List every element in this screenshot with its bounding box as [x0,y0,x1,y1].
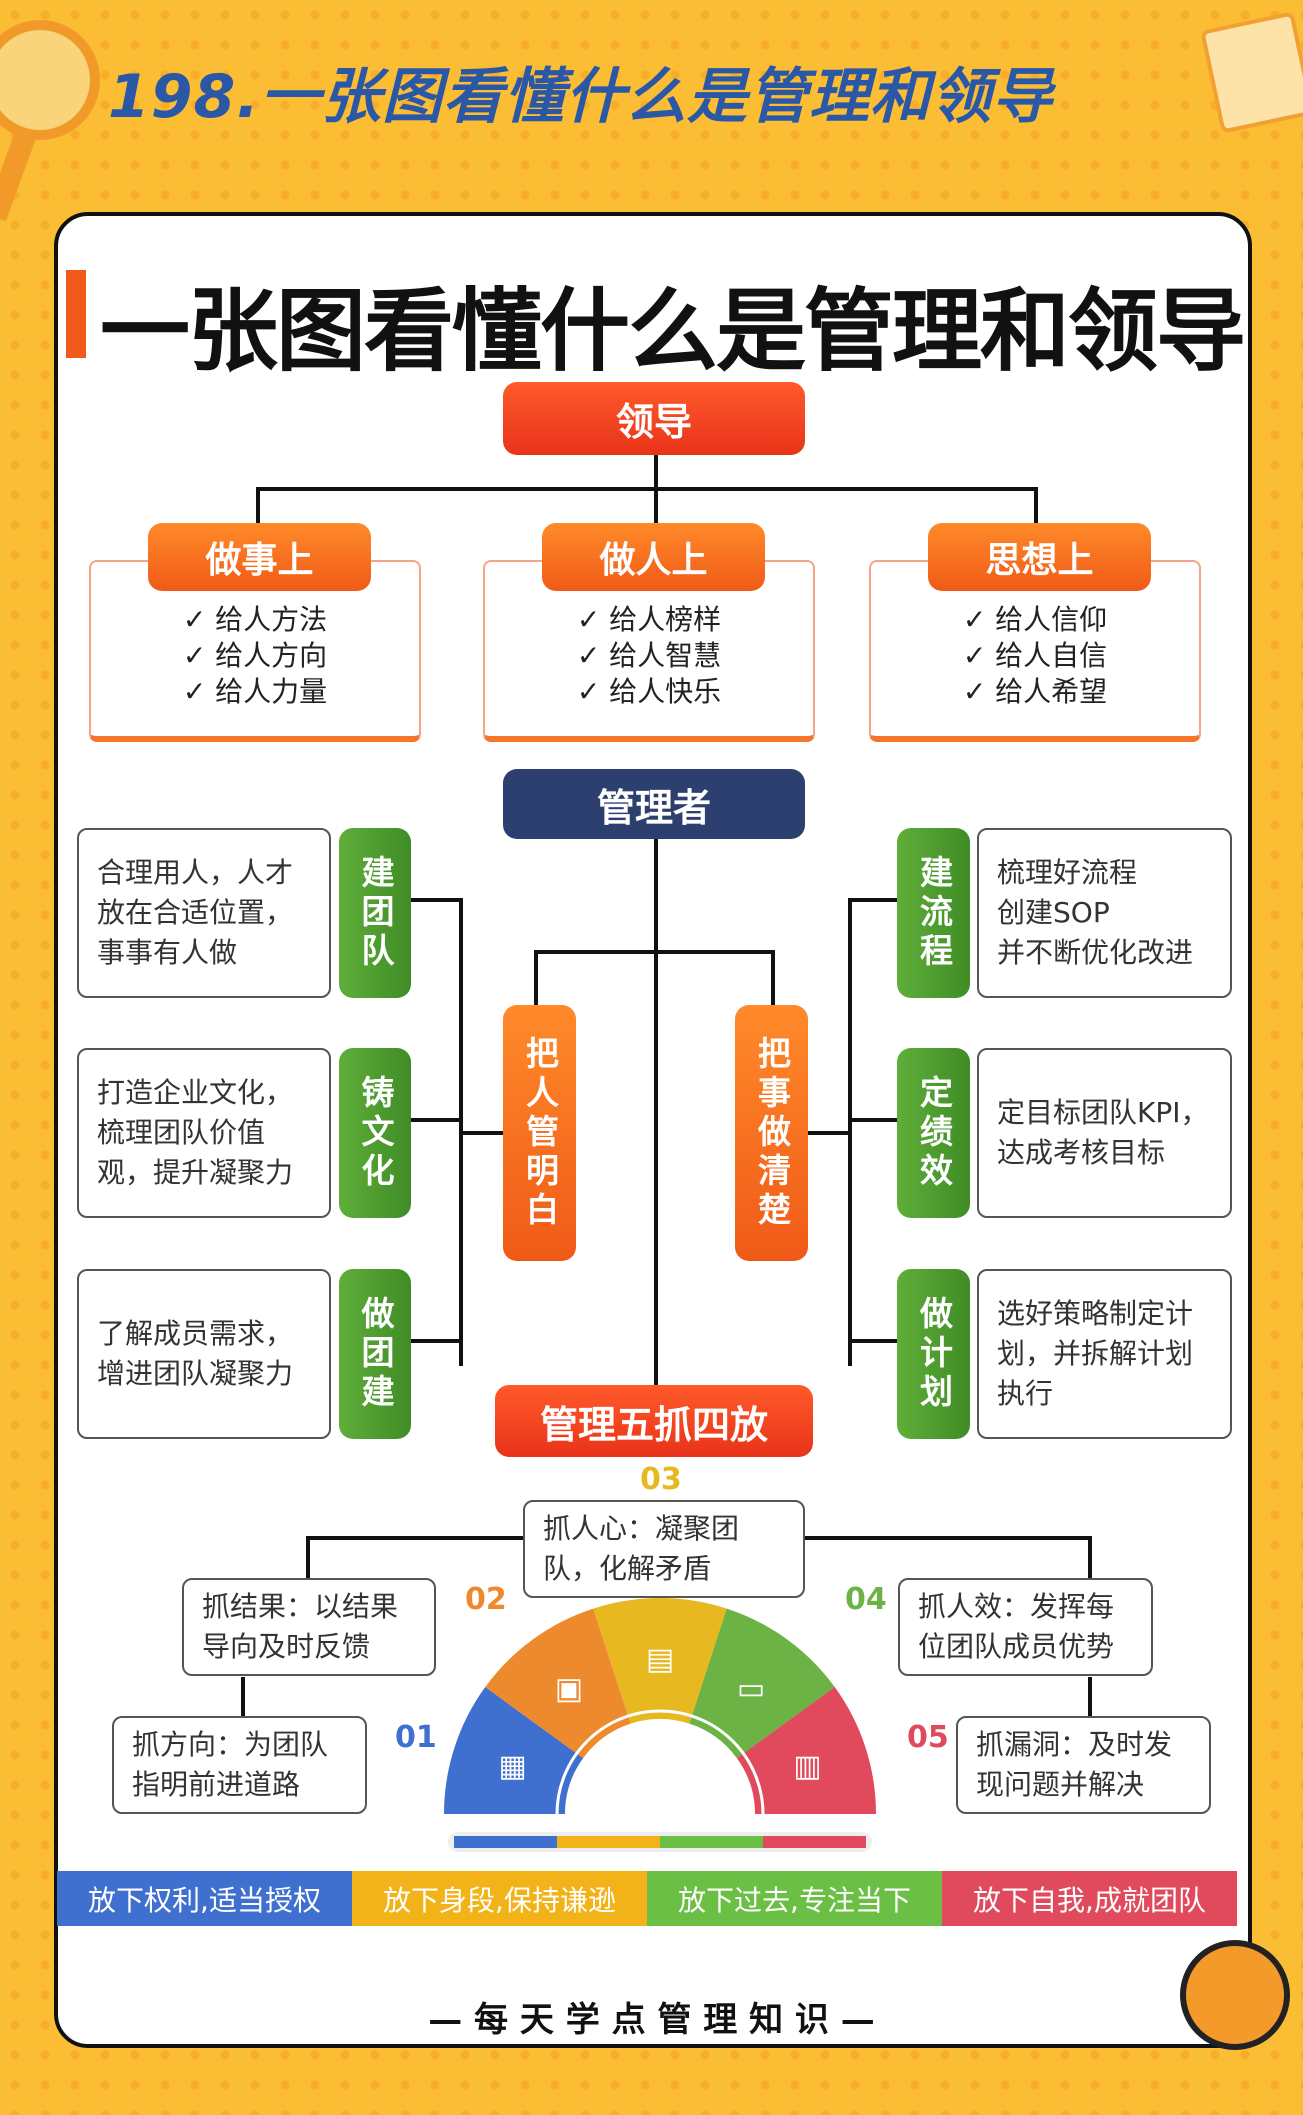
gauge-inner-ring [555,1709,765,1815]
connector [1034,487,1038,527]
grab-box: 抓人心：凝聚团队，化解矛盾 [523,1500,805,1598]
leader-item: ✓ 给人自信 [962,639,1108,672]
release-item: 放下权利,适当授权 [57,1871,352,1926]
connector [850,1339,897,1343]
connector [256,487,1038,491]
gauge-segment-icon: ▭ [737,1672,765,1707]
leader-group-label: 做事上 [148,523,371,591]
leader-item: ✓ 给人希望 [962,675,1108,708]
connector [534,950,775,954]
gauge-base-segment [454,1836,557,1848]
right-item-text: 梳理好流程 创建SOP 并不断优化改进 [977,828,1232,998]
left-item-tag: 铸文化 [339,1048,411,1218]
gauge-base-segment [763,1836,866,1848]
leader-item: ✓ 给人力量 [182,675,328,708]
connector [256,487,260,527]
left-item-text: 打造企业文化，梳理团队价值观，提升凝聚力 [77,1048,331,1218]
grab-number: 03 [640,1462,682,1497]
gauge-segment-icon: ▣ [555,1672,583,1707]
leader-item: ✓ 给人快乐 [576,675,722,708]
task-management-node: 把事做清楚 [735,1005,808,1261]
gauge-segment-icon: ▤ [646,1642,674,1677]
book-icon [1200,11,1303,134]
manager-node: 管理者 [503,769,805,839]
release-item: 放下自我,成就团队 [942,1871,1237,1926]
connector [534,950,538,1006]
grab-number: 05 [907,1720,949,1755]
left-item-tag: 做团建 [339,1269,411,1439]
connector [306,1536,310,1580]
leader-item: ✓ 给人智慧 [576,639,722,672]
five-grab-four-release-node: 管理五抓四放 [495,1385,813,1457]
leader-item: ✓ 给人方法 [182,603,328,636]
grab-number: 02 [465,1582,507,1617]
gauge-base-segment [557,1836,660,1848]
page-title: 198.一张图看懂什么是管理和领导 [108,62,1054,132]
grab-box: 抓结果：以结果导向及时反馈 [182,1578,436,1676]
gauge-segment-icon: ▦ [498,1749,526,1784]
release-item: 放下身段,保持谦逊 [352,1871,647,1926]
grab-box: 抓漏洞：及时发现问题并解决 [956,1716,1211,1814]
leader-item: ✓ 给人榜样 [576,603,722,636]
grab-number: 01 [395,1720,437,1755]
gauge-segment [485,1608,631,1759]
connector [241,1677,245,1717]
connector [850,1118,897,1122]
gauge-segment [444,1687,584,1814]
grab-box: 抓人效：发挥每位团队成员优势 [898,1578,1153,1676]
connector [654,839,658,1387]
connector [808,1131,850,1135]
leader-group-label: 做人上 [542,523,765,591]
right-item-text: 选好策略制定计划，并拆解计划执行 [977,1269,1232,1439]
magnifier-handle [0,128,37,222]
megaphone-icon [1180,1940,1290,2050]
gauge-chart: ▦ ▣ ▤ ▭ ▥ [444,1598,876,1852]
connector [654,455,658,490]
grab-number: 04 [845,1582,887,1617]
grab-box: 抓方向：为团队指明前进道路 [112,1716,367,1814]
left-item-text: 合理用人，人才放在合适位置，事事有人做 [77,828,331,998]
heading: 一张图看懂什么是管理和领导 [100,279,1246,384]
connector [459,1131,503,1135]
gauge-segment [736,1687,876,1814]
gauge-base-segment [660,1836,763,1848]
magnifier-icon [0,20,100,140]
connector [850,898,897,902]
left-item-tag: 建团队 [339,828,411,998]
connector [1088,1677,1092,1717]
right-item-tag: 建流程 [897,828,970,998]
right-bracket [848,898,852,1366]
leader-group-label: 思想上 [928,523,1151,591]
connector [411,898,461,902]
right-item-tag: 定绩效 [897,1048,970,1218]
connector [771,950,775,1006]
leader-item: ✓ 给人方向 [182,639,328,672]
gauge-segment [593,1598,727,1724]
connector [654,487,658,527]
heading-accent [66,270,86,358]
release-item: 放下过去,专注当下 [647,1871,942,1926]
footer-slogan: — 每 天 学 点 管 理 知 识 — [428,2000,875,2040]
people-management-node: 把人管明白 [503,1005,576,1261]
right-item-tag: 做计划 [897,1269,970,1439]
gauge-segment [689,1608,835,1759]
left-item-text: 了解成员需求，增进团队凝聚力 [77,1269,331,1439]
gauge-segment-icon: ▥ [793,1749,821,1784]
connector [411,1339,461,1343]
connector [1088,1536,1092,1580]
right-item-text: 定目标团队KPI，达成考核目标 [977,1048,1232,1218]
connector [411,1118,461,1122]
leader-item: ✓ 给人信仰 [962,603,1108,636]
leader-node: 领导 [503,382,805,455]
